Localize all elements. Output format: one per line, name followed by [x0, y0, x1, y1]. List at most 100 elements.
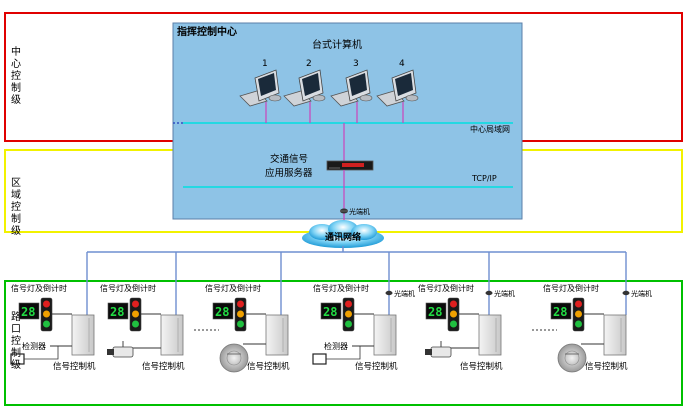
junction-optical-icon	[485, 290, 493, 296]
countdown-value: 28	[110, 305, 124, 319]
computer-number-2: 2	[306, 59, 312, 69]
monitor-stand-icon	[312, 94, 326, 102]
desktop-computer-1: 1	[239, 59, 282, 123]
optical-transceiver-icon	[340, 208, 348, 214]
signal-label: 信号灯及倒计时	[313, 283, 369, 293]
monitor-stand-icon	[405, 94, 419, 102]
camera-detector-icon	[112, 346, 134, 358]
signal-controller-cabinet-icon	[603, 314, 627, 356]
red-light-icon	[43, 300, 50, 308]
computer-number-3: 3	[353, 59, 359, 69]
loop-lead-line	[24, 346, 59, 360]
network-cloud-label: 通讯网络	[325, 231, 361, 243]
detector-label: 检测器	[22, 341, 46, 351]
junction-6: 光端机 信号灯及倒计时 28 信号控制机	[543, 252, 652, 373]
signal-label: 信号灯及倒计时	[543, 283, 599, 293]
signal-label: 信号灯及倒计时	[418, 283, 474, 293]
green-light-icon	[43, 320, 50, 328]
green-light-icon	[132, 320, 139, 328]
radar-detector-icon	[557, 343, 587, 373]
countdown-display-icon	[320, 302, 342, 320]
junction-optical-icon	[385, 290, 393, 296]
desktop-computer-4: 4	[376, 59, 419, 123]
countdown-value: 28	[215, 305, 229, 319]
monitor-stand-icon	[359, 94, 373, 102]
computer-number-4: 4	[399, 59, 405, 69]
signal-controller-cabinet-icon	[71, 314, 95, 356]
countdown-display-icon	[18, 302, 40, 320]
monitor-screen-icon	[302, 73, 320, 96]
junction-devices: 信号灯及倒计时28信号控制机检测器信号灯及倒计时28信号控制机信号灯及倒计时28…	[10, 252, 652, 373]
countdown-display-icon	[107, 302, 129, 320]
lvl-center-text: 中心控制级	[11, 45, 21, 106]
amber-light-icon	[450, 310, 457, 318]
amber-light-icon	[575, 310, 582, 318]
controller-label: 信号控制机	[585, 361, 628, 372]
green-light-icon	[237, 320, 244, 328]
lvl-region-text: 区域控制级	[11, 177, 21, 237]
camera-lens-icon	[107, 349, 114, 355]
desktop-computers: 1 2 3 4	[239, 59, 419, 123]
loop-detector-icon	[312, 353, 327, 365]
red-light-icon	[450, 300, 457, 308]
computer-number-1: 1	[262, 59, 268, 69]
green-light-icon	[450, 320, 457, 328]
amber-light-icon	[345, 310, 352, 318]
signal-controller-cabinet-icon	[373, 314, 397, 356]
tcpip-label: TCP/IP	[471, 174, 497, 183]
level-labels: 中心控制级 区域控制级 路口控制级	[11, 45, 21, 371]
signal-label: 信号灯及倒计时	[100, 283, 156, 293]
red-light-icon	[345, 300, 352, 308]
countdown-value: 28	[21, 305, 35, 319]
center-level-label: 中心控制级	[11, 45, 21, 106]
desktop-computer-3: 3	[330, 59, 373, 123]
command-center-box	[172, 22, 523, 220]
monitor-stand-icon	[268, 94, 282, 102]
green-light-icon	[345, 320, 352, 328]
distribution-network	[87, 246, 626, 253]
signal-controller-cabinet-icon	[478, 314, 502, 356]
countdown-display-icon	[425, 302, 447, 320]
countdown-value: 28	[553, 305, 567, 319]
server-label-line1: 交通信号	[270, 153, 308, 165]
controller-label: 信号控制机	[53, 361, 96, 372]
camera-lens-icon	[425, 349, 432, 355]
desktop-computer-2: 2	[283, 59, 326, 123]
junction-optical-label: 光端机	[494, 289, 515, 298]
junction-level-frame	[4, 280, 683, 406]
signal-label: 信号灯及倒计时	[11, 283, 67, 293]
command-center-title: 指挥控制中心	[177, 25, 237, 38]
countdown-display-icon	[550, 302, 572, 320]
junction-2: 信号灯及倒计时 28 信号控制机	[100, 252, 185, 372]
controller-label: 信号控制机	[247, 361, 290, 372]
detector-label: 检测器	[324, 341, 348, 351]
controller-label: 信号控制机	[142, 361, 185, 372]
application-server	[326, 160, 374, 171]
junction-level-label: 路口控制级	[11, 310, 21, 371]
region-optical-label: 光端机	[349, 207, 370, 216]
junction-optical-icon	[622, 290, 630, 296]
controller-label: 信号控制机	[355, 361, 398, 372]
countdown-display-icon	[212, 302, 234, 320]
loop-lead-line	[326, 346, 361, 360]
server-label-line2: 应用服务器	[265, 167, 313, 179]
green-light-icon	[575, 320, 582, 328]
center-lan-label: 中心局域网	[470, 124, 510, 134]
junction-optical-label: 光端机	[394, 289, 415, 298]
monitor-screen-icon	[258, 73, 276, 96]
region-level-label: 区域控制级	[11, 177, 21, 237]
countdown-value: 28	[428, 305, 442, 319]
red-light-icon	[575, 300, 582, 308]
radar-inner-ring-icon	[564, 350, 580, 366]
monitor-screen-icon	[349, 73, 367, 96]
countdown-value: 28	[323, 305, 337, 319]
network-cloud-icon	[302, 220, 384, 248]
junction-optical-label: 光端机	[631, 289, 652, 298]
server-panel-icon	[342, 163, 364, 167]
